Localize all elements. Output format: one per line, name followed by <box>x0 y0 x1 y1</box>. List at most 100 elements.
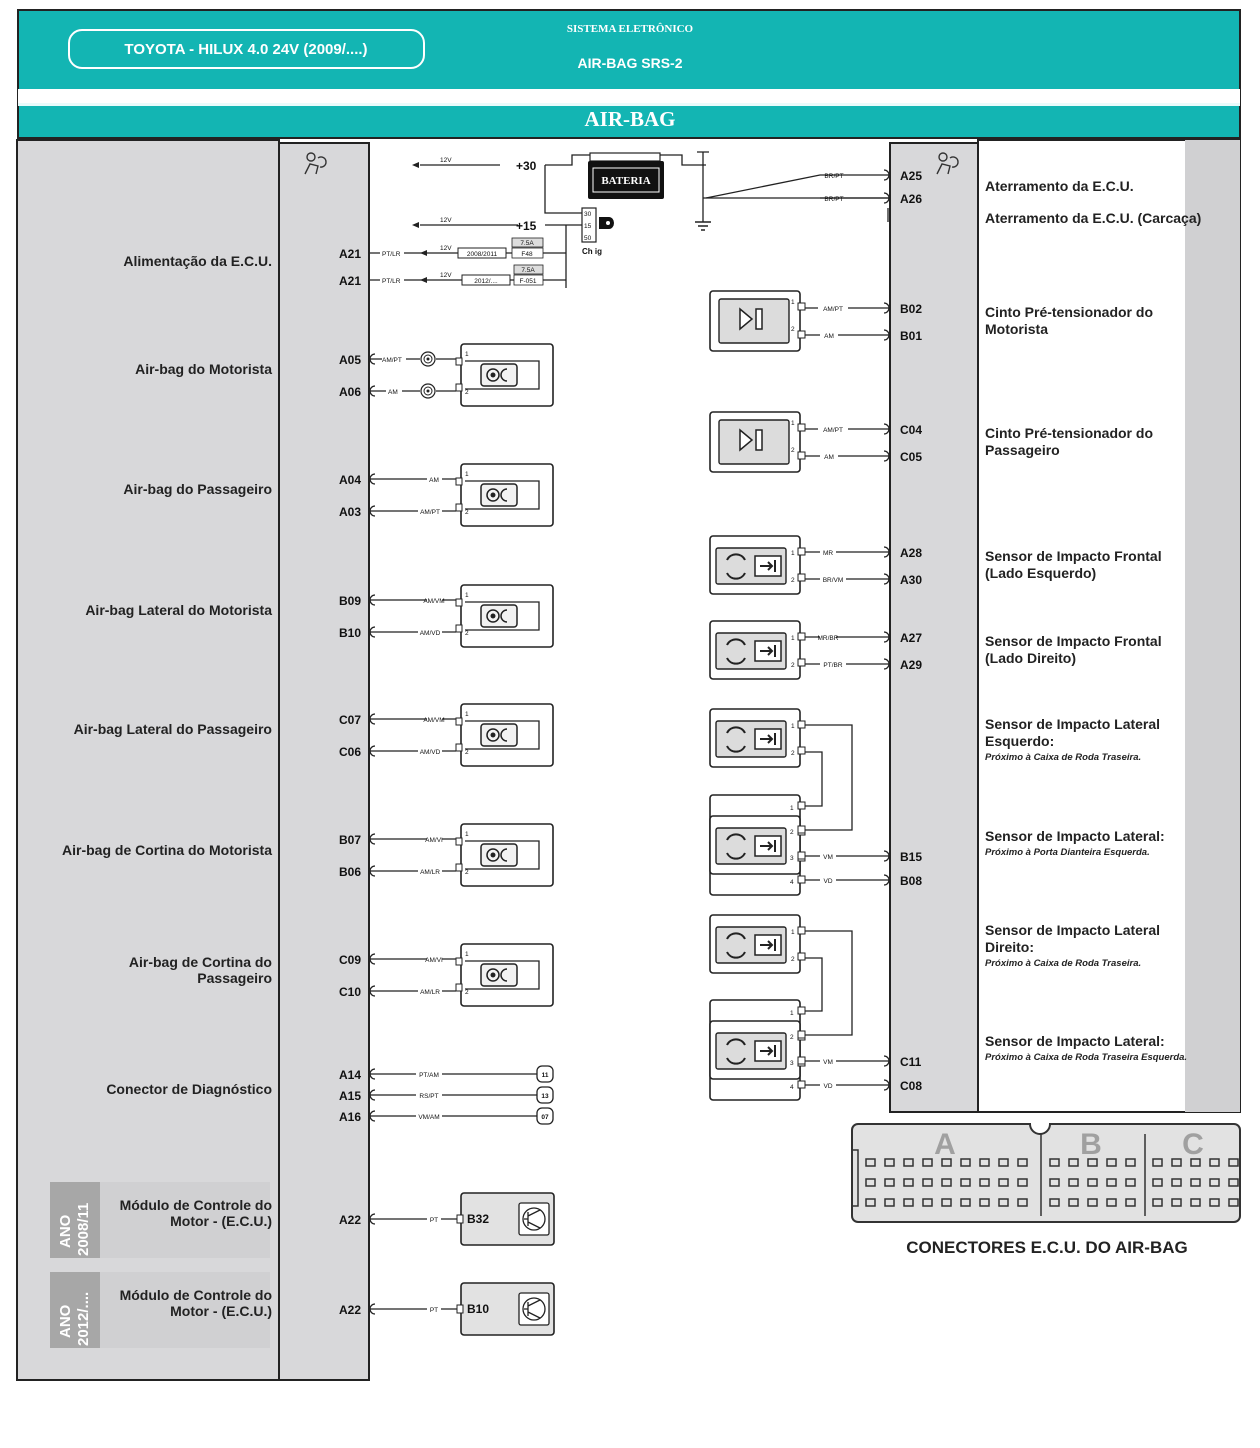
terminal-number: 4 <box>790 1084 794 1091</box>
terminal-number: 2 <box>791 577 795 584</box>
connector-cavity <box>1017 1178 1028 1187</box>
pin-label: C08 <box>900 1079 922 1093</box>
connector-cavity <box>1171 1158 1182 1167</box>
connector-cavity <box>1125 1178 1136 1187</box>
power-supply: 12V +30 BATERIA 12V +15 30 15 50 Ch ig 1… <box>339 151 890 288</box>
wire <box>883 302 890 314</box>
pin-label: A28 <box>900 546 922 560</box>
pin-label: A22 <box>339 1213 361 1227</box>
clock-spring-icon <box>426 357 430 361</box>
connector-letter-b: B <box>1080 1128 1102 1161</box>
wire <box>883 1079 890 1091</box>
pin-label: A25 <box>900 169 922 183</box>
year-badge-label: ANO <box>57 1214 74 1248</box>
left-label: Conector de Diagnóstico <box>106 1081 272 1097</box>
terminal-number: 2 <box>791 326 795 333</box>
connector-cavity <box>903 1178 914 1187</box>
wire-color-label: AM <box>824 333 834 340</box>
battery-label: BATERIA <box>601 175 650 187</box>
transistor-icon <box>522 1297 546 1321</box>
airbag-module-icon <box>455 823 554 887</box>
ign-pin-15: 15 <box>584 223 592 230</box>
year-badge-value: 2008/11 <box>75 1203 92 1256</box>
connector-cavity <box>1087 1178 1098 1187</box>
ignition-switch <box>581 207 597 243</box>
wire-color-label: AM <box>429 477 439 484</box>
sensor-terminal <box>797 825 806 834</box>
pin-label: B09 <box>339 594 361 608</box>
header: TOYOTA - HILUX 4.0 24V (2009/....) SISTE… <box>17 9 1241 139</box>
terminal-number: 2 <box>465 630 469 637</box>
terminal-number: 1 <box>790 1010 794 1017</box>
feed1-fuse: F48 <box>521 251 533 258</box>
left-label: Air-bag do Passageiro <box>123 481 272 497</box>
wire <box>883 850 890 862</box>
terminal-number: 2 <box>465 389 469 396</box>
terminal-number: 2 <box>465 749 469 756</box>
right-label: Sensor de Impacto Lateral: <box>985 828 1165 844</box>
pin-label: A16 <box>339 1110 361 1124</box>
feed1-year: 2008/2011 <box>467 251 498 258</box>
terminal-number: 3 <box>790 855 794 862</box>
connector-cavity <box>941 1178 952 1187</box>
wire <box>369 353 376 365</box>
connector-cavity <box>1017 1158 1028 1167</box>
engine-ecu-terminal <box>456 1214 464 1224</box>
sensor-terminal <box>797 875 806 884</box>
terminal-number: 4 <box>790 879 794 886</box>
wire-color-label: AM/VM <box>423 598 444 605</box>
connector-cavity <box>1068 1198 1079 1207</box>
terminal-number: 2 <box>465 989 469 996</box>
connector-cavity <box>1087 1158 1098 1167</box>
pin-label: A06 <box>339 385 361 399</box>
transistor-icon <box>522 1207 546 1231</box>
connector-cavity <box>960 1178 971 1187</box>
terminal-number: 2 <box>791 447 795 454</box>
wire-color-label: VM <box>823 1059 833 1066</box>
wire <box>805 930 853 1036</box>
page-title: AIR-BAG <box>584 107 675 131</box>
wire-color-label: PT/BR <box>823 662 842 669</box>
pin-label: C11 <box>900 1055 922 1069</box>
year-badge-label: ANO <box>57 1304 74 1338</box>
wire-color-label: AM/VD <box>420 749 441 756</box>
connector-cavity <box>903 1198 914 1207</box>
terminal-number: 1 <box>791 550 795 557</box>
pin-label: C04 <box>900 423 922 437</box>
vehicle-badge <box>68 29 425 69</box>
connector-cavity <box>1087 1198 1098 1207</box>
terminal-number: 1 <box>791 299 795 306</box>
terminal-number: 3 <box>790 1060 794 1067</box>
right-label-note: Próximo à Caixa de Roda Traseira. <box>985 752 1141 763</box>
right-label: (Lado Esquerdo) <box>985 565 1096 581</box>
airbag-module-icon <box>455 343 554 407</box>
feed2-volt: 12V <box>440 272 452 279</box>
feed1-amp: 7.5A <box>520 240 534 247</box>
connector-cavity <box>979 1158 990 1167</box>
connector-cavity <box>1209 1198 1220 1207</box>
satellite-sensor-icon <box>709 708 806 768</box>
connector-letter-c: C <box>1182 1128 1204 1161</box>
wire <box>524 1299 541 1319</box>
side-sensor-icon <box>709 1020 806 1080</box>
feed2-amp: 7.5A <box>521 267 535 274</box>
wire <box>883 423 890 435</box>
wire-color-label: AM <box>824 454 834 461</box>
wire-color-label: PT/AM <box>419 1072 439 1079</box>
wire-color-label: BR/PT <box>824 173 843 180</box>
pin-label: B02 <box>900 302 922 316</box>
pin-label: A30 <box>900 573 922 587</box>
wire <box>883 573 890 585</box>
terminal-number: 2 <box>791 662 795 669</box>
terminal-number: 1 <box>465 592 469 599</box>
clock-spring-icon <box>426 389 430 393</box>
wire <box>369 1110 376 1122</box>
wire <box>369 745 376 757</box>
wire-color-label: AM/PT <box>823 306 843 313</box>
wire-color-label: AM/VI <box>425 837 443 844</box>
connector-cavity <box>865 1198 876 1207</box>
